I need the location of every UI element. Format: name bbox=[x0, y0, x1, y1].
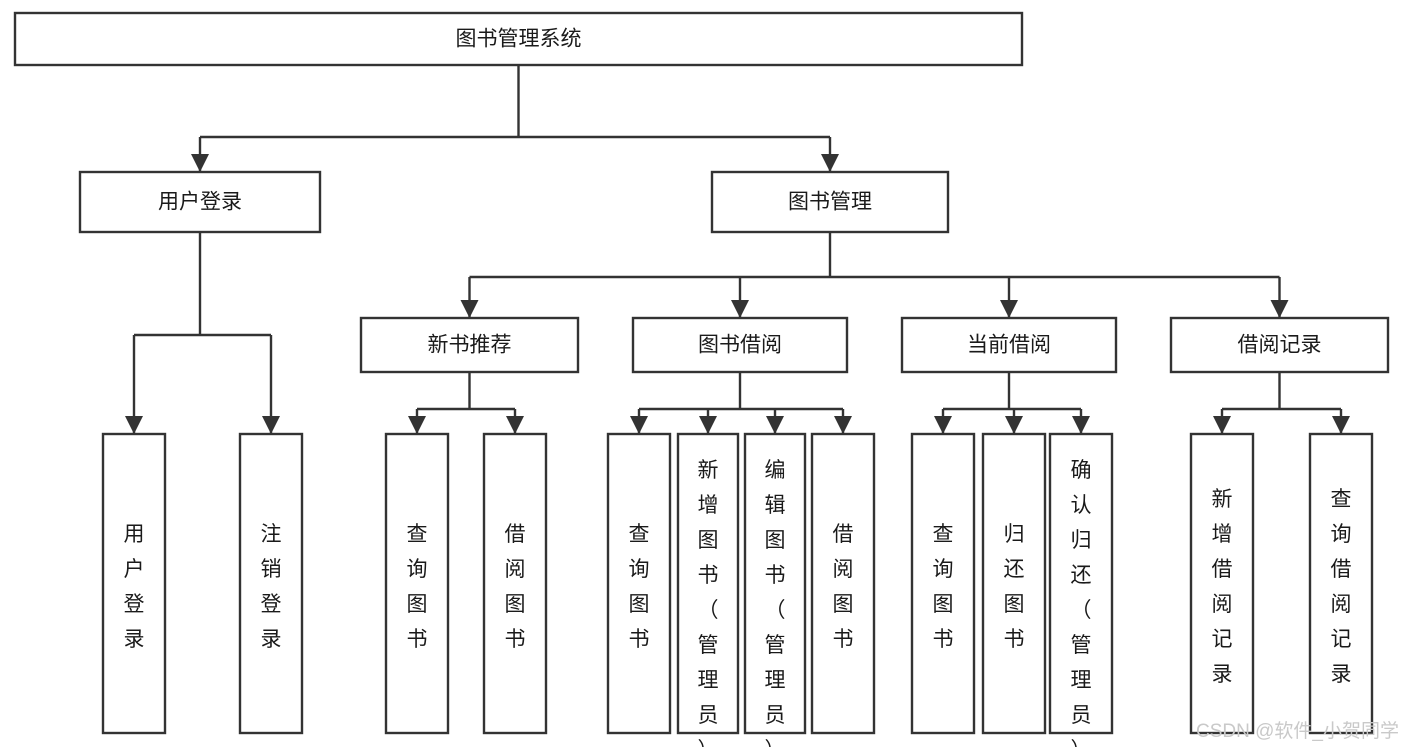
node-借阅记录-to-children-drop-0-arrowhead-icon bbox=[1213, 416, 1231, 434]
node-用户登录-box bbox=[78, 170, 322, 234]
leaf-node-借阅图书-3[interactable]: 借阅图书 bbox=[482, 432, 548, 735]
leaf-node-编辑图书管理员-6-box bbox=[743, 432, 807, 735]
node-图书借阅-to-children-drop-1-arrowhead-icon bbox=[699, 416, 717, 434]
node-root-图书管理系统-label: 图书管理系统 bbox=[456, 28, 582, 51]
leaf-node-借阅图书-7-box bbox=[810, 432, 876, 735]
node-新书推荐-to-children-drop-0-arrowhead-icon bbox=[408, 416, 426, 434]
leaf-node-查询借阅记录-12-label: 查询借阅记录 bbox=[1331, 488, 1352, 686]
book-management-to-level3-drop-0-arrowhead-icon bbox=[460, 300, 479, 318]
leaf-node-查询图书-8-label: 查询图书 bbox=[933, 523, 954, 651]
root-to-level2-drop-0-arrowhead-icon bbox=[191, 154, 209, 172]
leaf-node-查询图书-8[interactable]: 查询图书 bbox=[910, 432, 976, 735]
leaf-node-确认归还管理员-10[interactable]: 确认归还（管理员） bbox=[1048, 432, 1114, 747]
node-当前借阅[interactable]: 当前借阅 bbox=[900, 316, 1118, 374]
leaf-node-新增图书管理员-5-box bbox=[676, 432, 740, 735]
leaf-node-用户登录-0[interactable]: 用户登录 bbox=[101, 432, 167, 735]
leaf-node-新增借阅记录-11-box bbox=[1189, 432, 1255, 735]
node-root-图书管理系统-box bbox=[13, 11, 1024, 67]
node-图书借阅-to-children-drop-2-arrowhead-icon bbox=[766, 416, 784, 434]
leaf-node-查询借阅记录-12-box bbox=[1308, 432, 1374, 735]
node-图书借阅-to-children-drop-0-arrowhead-icon bbox=[630, 416, 648, 434]
leaf-node-用户登录-0-box bbox=[101, 432, 167, 735]
leaf-node-确认归还管理员-10-box bbox=[1048, 432, 1114, 735]
leaf-node-注销登录-1-box bbox=[238, 432, 304, 735]
leaf-node-查询图书-2-box bbox=[384, 432, 450, 735]
leaf-node-查询图书-8-box bbox=[910, 432, 976, 735]
node-借阅记录-box bbox=[1169, 316, 1390, 374]
node-当前借阅-to-children-drop-2-arrowhead-icon bbox=[1072, 416, 1090, 434]
leaf-node-新增图书管理员-5[interactable]: 新增图书（管理员） bbox=[676, 432, 740, 747]
leaf-node-确认归还管理员-10-label: 确认归还（管理员） bbox=[1071, 459, 1092, 747]
node-新书推荐-to-children-drop-1-arrowhead-icon bbox=[506, 416, 524, 434]
node-用户登录-label: 用户登录 bbox=[158, 191, 242, 214]
leaf-node-借阅图书-3-label: 借阅图书 bbox=[505, 523, 526, 651]
node-当前借阅-box bbox=[900, 316, 1118, 374]
node-借阅记录-label: 借阅记录 bbox=[1238, 334, 1322, 357]
nodes-layer: 图书管理系统用户登录图书管理新书推荐图书借阅当前借阅借阅记录用户登录注销登录查询… bbox=[13, 11, 1390, 747]
node-借阅记录-to-children-drop-1-arrowhead-icon bbox=[1332, 416, 1350, 434]
book-management-to-level3-drop-2-arrowhead-icon bbox=[1000, 300, 1018, 318]
node-借阅记录[interactable]: 借阅记录 bbox=[1169, 316, 1390, 374]
leaf-node-新增图书管理员-5-label: 新增图书（管理员） bbox=[698, 459, 719, 747]
node-图书借阅[interactable]: 图书借阅 bbox=[631, 316, 849, 374]
node-用户登录-to-children-drop-0-arrowhead-icon bbox=[125, 416, 143, 434]
node-图书管理-box bbox=[710, 170, 950, 234]
leaf-node-借阅图书-3-box bbox=[482, 432, 548, 735]
leaf-node-归还图书-9-label: 归还图书 bbox=[1004, 523, 1025, 651]
node-图书借阅-label: 图书借阅 bbox=[698, 334, 782, 357]
leaf-node-借阅图书-7-label: 借阅图书 bbox=[833, 523, 854, 651]
leaf-node-编辑图书管理员-6-label: 编辑图书（管理员） bbox=[765, 459, 786, 747]
leaf-node-查询借阅记录-12[interactable]: 查询借阅记录 bbox=[1308, 432, 1374, 735]
leaf-node-归还图书-9[interactable]: 归还图书 bbox=[981, 432, 1047, 735]
leaf-node-归还图书-9-box bbox=[981, 432, 1047, 735]
node-图书借阅-box bbox=[631, 316, 849, 374]
leaf-node-查询图书-4-label: 查询图书 bbox=[629, 523, 650, 651]
node-新书推荐-label: 新书推荐 bbox=[428, 334, 512, 357]
node-图书管理-label: 图书管理 bbox=[788, 191, 872, 214]
node-当前借阅-label: 当前借阅 bbox=[967, 334, 1051, 357]
book-management-to-level3-drop-3-arrowhead-icon bbox=[1270, 300, 1289, 318]
leaf-node-查询图书-2-label: 查询图书 bbox=[407, 523, 428, 651]
node-当前借阅-to-children-drop-0-arrowhead-icon bbox=[934, 416, 952, 434]
node-用户登录-to-children-drop-1-arrowhead-icon bbox=[262, 416, 280, 434]
node-root-图书管理系统: 图书管理系统 bbox=[13, 11, 1024, 67]
node-用户登录[interactable]: 用户登录 bbox=[78, 170, 322, 234]
leaf-node-注销登录-1-label: 注销登录 bbox=[261, 523, 282, 651]
node-图书借阅-to-children-drop-3-arrowhead-icon bbox=[834, 416, 852, 434]
leaf-node-查询图书-2[interactable]: 查询图书 bbox=[384, 432, 450, 735]
leaf-node-注销登录-1[interactable]: 注销登录 bbox=[238, 432, 304, 735]
root-to-level2-drop-1-arrowhead-icon bbox=[821, 154, 839, 172]
csdn-watermark: CSDN @软件_小贺同学 bbox=[1196, 720, 1399, 742]
leaf-node-用户登录-0-label: 用户登录 bbox=[124, 523, 145, 651]
connectors-layer bbox=[125, 65, 1350, 434]
leaf-node-新增借阅记录-11[interactable]: 新增借阅记录 bbox=[1189, 432, 1255, 735]
node-新书推荐[interactable]: 新书推荐 bbox=[359, 316, 580, 374]
leaf-node-查询图书-4-box bbox=[606, 432, 672, 735]
leaf-node-查询图书-4[interactable]: 查询图书 bbox=[606, 432, 672, 735]
book-management-to-level3-drop-1-arrowhead-icon bbox=[731, 300, 749, 318]
node-新书推荐-box bbox=[359, 316, 580, 374]
leaf-node-新增借阅记录-11-label: 新增借阅记录 bbox=[1212, 488, 1233, 686]
node-图书管理[interactable]: 图书管理 bbox=[710, 170, 950, 234]
leaf-node-编辑图书管理员-6[interactable]: 编辑图书（管理员） bbox=[743, 432, 807, 747]
leaf-node-借阅图书-7[interactable]: 借阅图书 bbox=[810, 432, 876, 735]
node-当前借阅-to-children-drop-1-arrowhead-icon bbox=[1005, 416, 1023, 434]
